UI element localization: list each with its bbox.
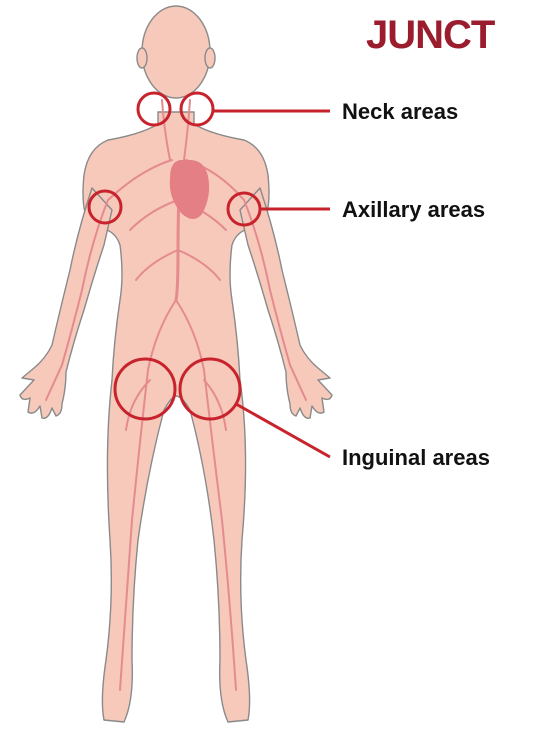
inguinal-areas-label: Inguinal areas bbox=[342, 445, 490, 470]
head bbox=[142, 6, 210, 98]
diagram-title: JUNCT bbox=[366, 13, 495, 57]
inguinal-leader-line bbox=[236, 404, 330, 457]
neck-areas-label: Neck areas bbox=[342, 99, 458, 124]
neck-marker-left bbox=[138, 93, 170, 125]
right-ear bbox=[205, 48, 215, 68]
human-body-figure bbox=[20, 6, 332, 722]
left-ear bbox=[137, 48, 147, 68]
axillary-areas-label: Axillary areas bbox=[342, 197, 485, 222]
neck-marker-right bbox=[181, 93, 213, 125]
